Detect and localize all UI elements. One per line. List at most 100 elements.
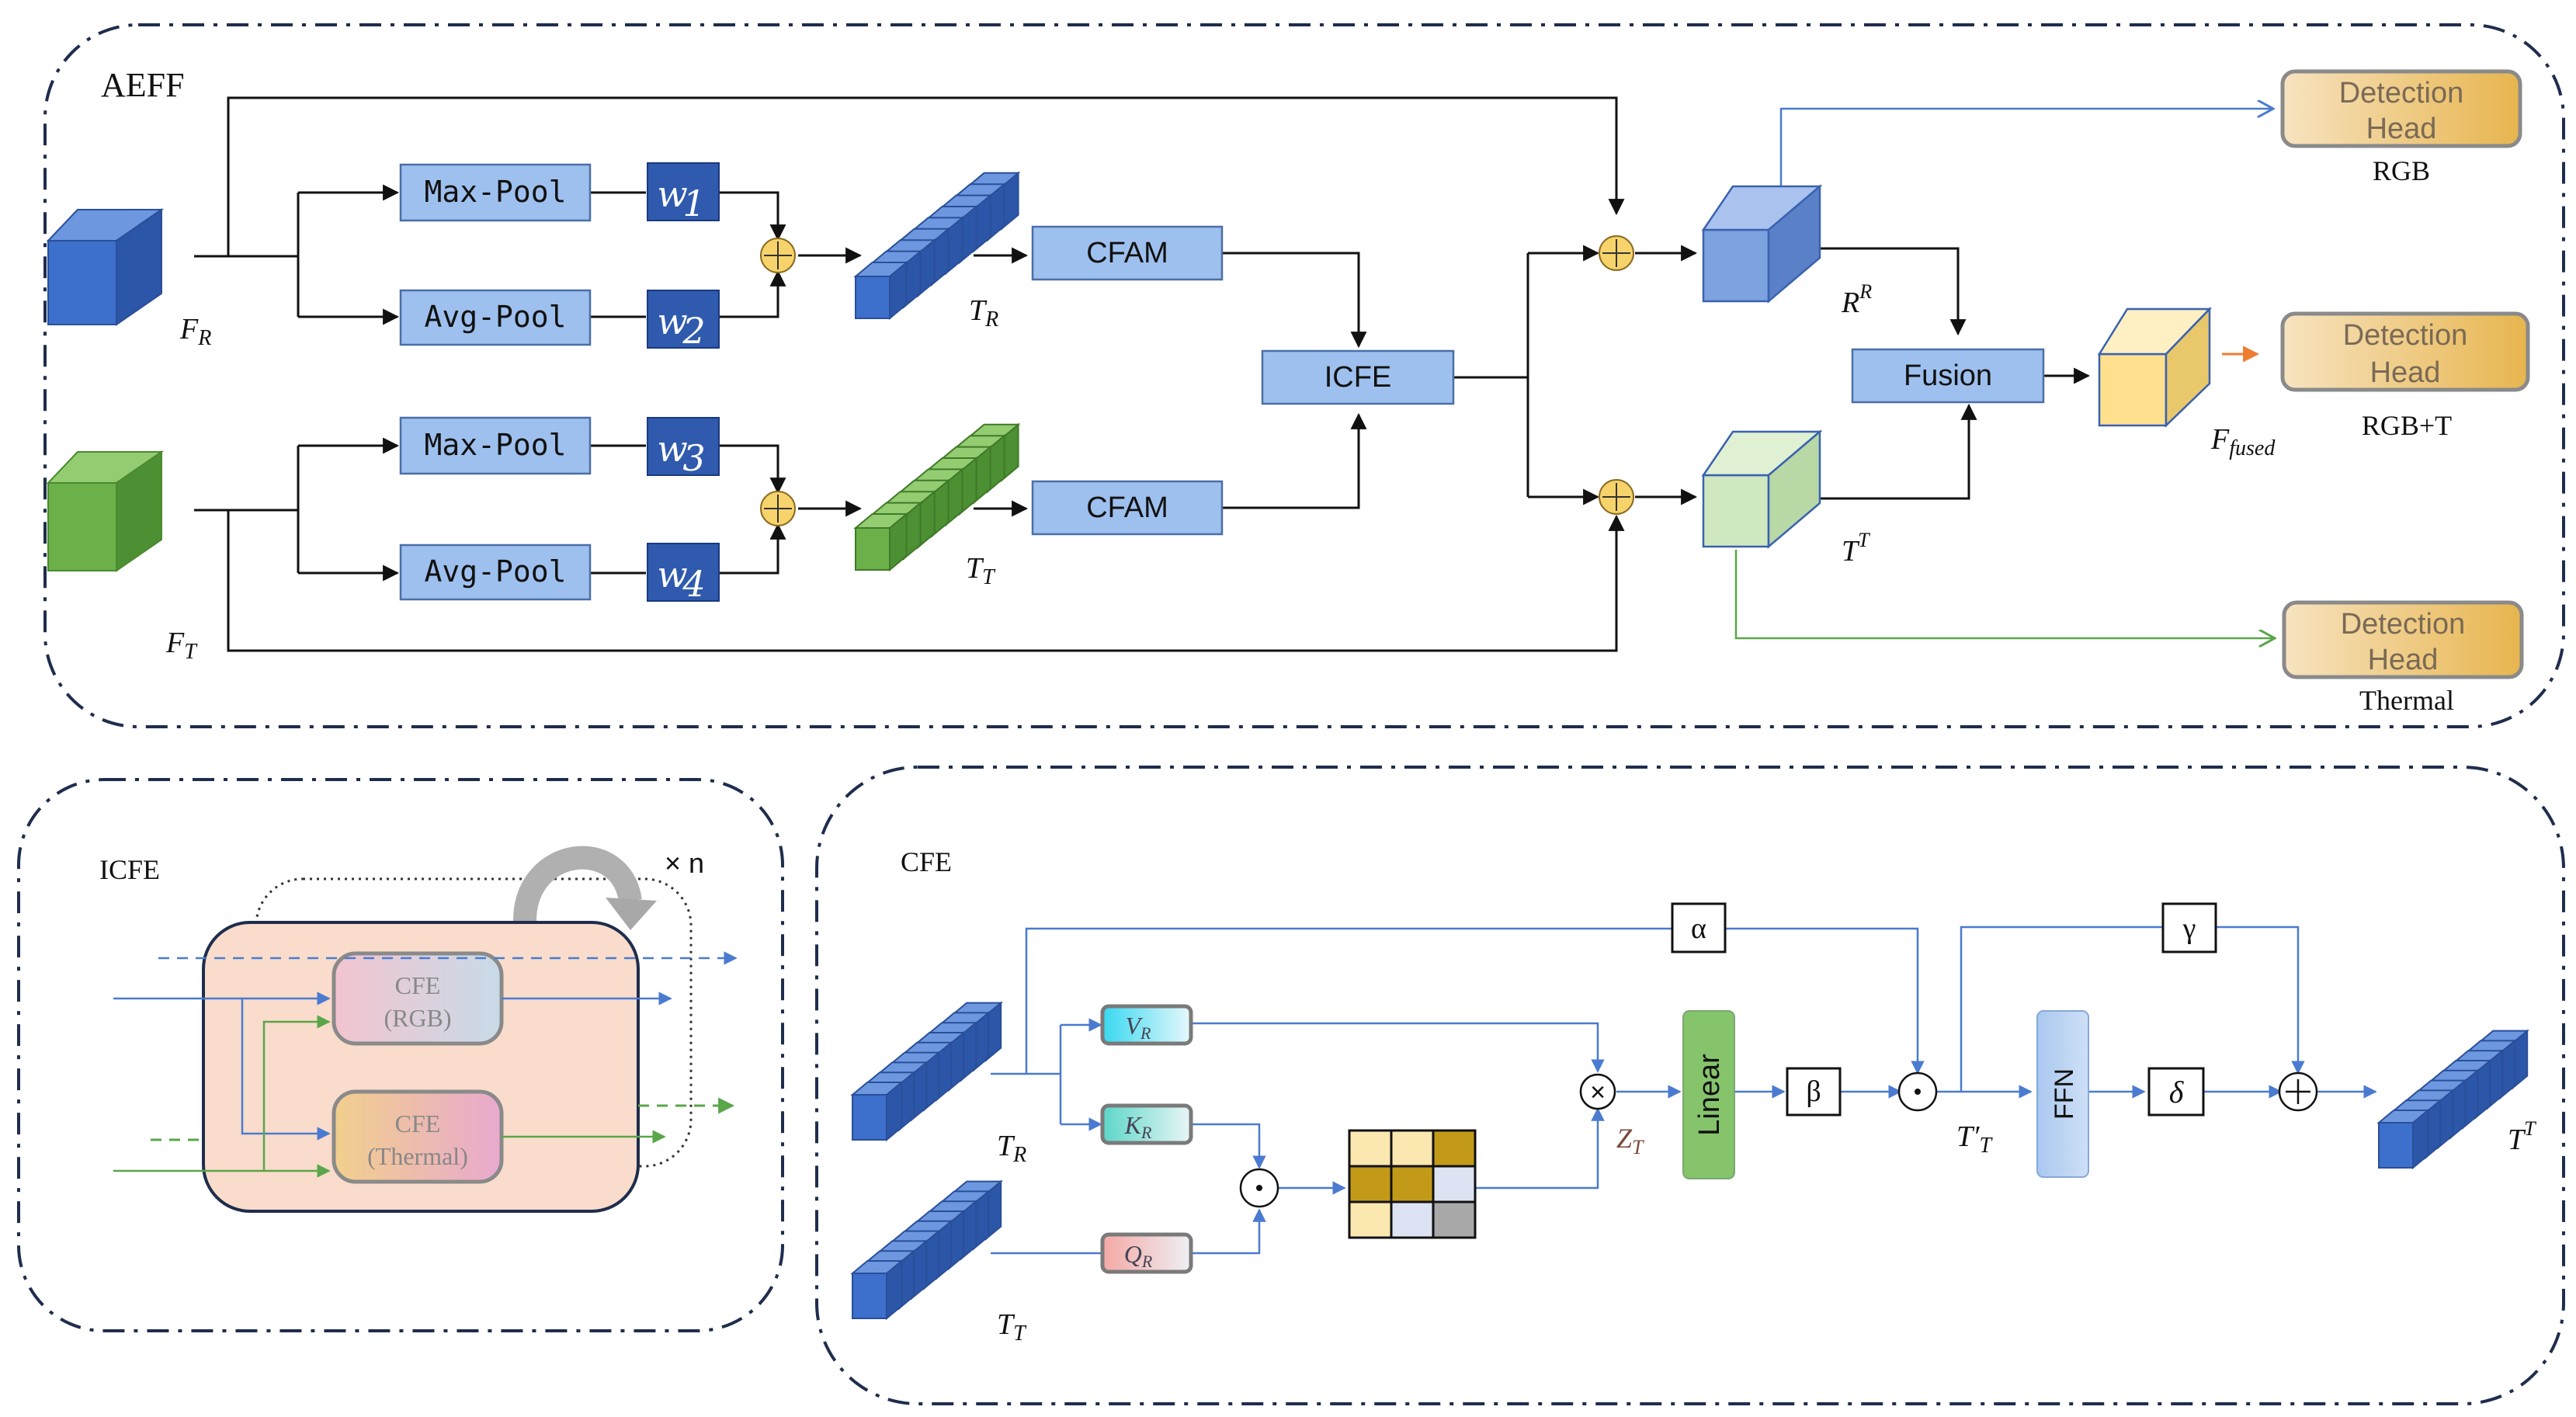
token-cell	[852, 1273, 887, 1319]
sum-node-icon	[1599, 235, 1634, 271]
cfe-tout-label: TT	[2508, 1117, 2536, 1156]
k-box: KR	[1100, 1103, 1193, 1145]
token-r-label: TR	[969, 294, 998, 332]
repeat-arrowhead-icon	[606, 898, 657, 930]
cfe-token-stack-t	[850, 1179, 1003, 1321]
svg-text:w: w	[657, 173, 687, 215]
thermal-head-arrow	[1734, 550, 2275, 638]
svg-text:3: 3	[682, 437, 705, 479]
svg-text:ICFE: ICFE	[1324, 361, 1392, 394]
multiply-node-icon: ×	[1579, 1073, 1616, 1110]
v-box: VR	[1100, 1004, 1193, 1046]
svg-text:×: ×	[1590, 1078, 1606, 1107]
svg-text:Linear: Linear	[1693, 1054, 1726, 1136]
icfe-connections	[113, 951, 738, 1178]
icfe-panel-title: ICFE	[99, 854, 160, 885]
token-cell	[852, 1094, 887, 1141]
feature-t-label: FT	[165, 627, 198, 664]
token-cell	[2378, 1122, 2414, 1169]
svg-text:β: β	[1806, 1075, 1821, 1108]
svg-text:(RGB): (RGB)	[384, 1004, 451, 1032]
svg-text:Head: Head	[2366, 113, 2437, 145]
detection-head-fused: Detection Head	[2280, 311, 2530, 392]
icfe-panel-frame	[17, 778, 784, 1332]
weight-box-w4: w 4	[647, 543, 720, 605]
repeat-arrow-icon	[513, 846, 642, 922]
cfe-tr-label: TR	[997, 1130, 1026, 1167]
svg-text:(Thermal): (Thermal)	[367, 1142, 468, 1170]
thermal-input-cube	[46, 450, 165, 572]
sum-node-icon	[760, 238, 796, 273]
add-node-icon	[2278, 1071, 2318, 1112]
fused-label: Ffused	[2210, 423, 2276, 460]
cfe-panel-frame	[815, 766, 2565, 1405]
linear-block: Linear	[1682, 1010, 1735, 1179]
svg-text:Avg-Pool: Avg-Pool	[424, 554, 566, 589]
caption-thermal: Thermal	[2359, 685, 2454, 716]
ffn-block: FFN	[2036, 1010, 2089, 1178]
token-stack-rgb	[853, 171, 1021, 321]
fused-output-cube	[2097, 306, 2212, 428]
rgb-output-cube	[1701, 184, 1823, 304]
svg-text:CFAM: CFAM	[1086, 237, 1168, 269]
weight-box-w1: w 1	[647, 162, 720, 224]
aeff-panel-title: AEFF	[101, 66, 185, 104]
svg-text:CFE: CFE	[395, 1110, 441, 1137]
out-t-label: TT	[1842, 529, 1870, 568]
svg-text:Avg-Pool: Avg-Pool	[424, 300, 566, 334]
sum-node-icon	[1599, 479, 1634, 515]
caption-rgb: RGB	[2373, 155, 2430, 186]
weight-box-w2: w 2	[647, 290, 720, 352]
svg-text:Head: Head	[2368, 644, 2439, 676]
cfam-box-thermal: CFAM	[1031, 480, 1224, 536]
cfam-box-rgb: CFAM	[1031, 225, 1224, 281]
svg-text:CFE: CFE	[395, 971, 441, 999]
svg-text:Head: Head	[2370, 356, 2441, 389]
svg-text:QR: QR	[1124, 1240, 1153, 1271]
svg-text:1: 1	[682, 182, 705, 224]
cfe-tt-label: TT	[997, 1308, 1027, 1346]
aeff-panel-frame	[43, 23, 2565, 728]
svg-text:FFN: FFN	[2050, 1068, 2079, 1120]
svg-text:KR: KR	[1124, 1111, 1152, 1142]
fusion-box: Fusion	[1851, 348, 2045, 404]
svg-text:α: α	[1691, 912, 1706, 945]
dot-product-node-icon	[1239, 1168, 1279, 1208]
icfe-layer	[202, 921, 640, 1213]
rgb-input-cube	[46, 208, 165, 326]
cfe-thermal-block: CFE (Thermal)	[332, 1089, 504, 1184]
token-stack-thermal	[853, 422, 1021, 572]
svg-text:Detection: Detection	[2343, 319, 2468, 352]
svg-text:VR: VR	[1126, 1012, 1152, 1043]
svg-text:CFAM: CFAM	[1086, 491, 1168, 524]
alpha-box: α	[1671, 902, 1727, 953]
detection-head-thermal: Detection Head	[2282, 600, 2524, 679]
rgb-head-arrow	[1779, 109, 2273, 186]
cfe-token-stack-r	[850, 1001, 1003, 1142]
cfe-tprime-label: T′T	[1956, 1120, 1993, 1158]
attention-matrix	[1348, 1129, 1477, 1239]
svg-text:Detection: Detection	[2341, 608, 2466, 641]
svg-text:w: w	[657, 428, 687, 470]
caption-rgbt: RGB+T	[2362, 410, 2452, 441]
beta-box: β	[1786, 1067, 1842, 1117]
svg-text:Detection: Detection	[2339, 77, 2464, 109]
svg-text:γ: γ	[2182, 912, 2196, 945]
detection-head-rgb: Detection Head	[2280, 69, 2522, 148]
avg-pool-box-thermal: Avg-Pool	[399, 544, 592, 601]
cfe-rgb-block: CFE (RGB)	[332, 951, 504, 1046]
token-cell	[855, 527, 890, 571]
svg-text:w: w	[657, 300, 687, 342]
max-pool-box-thermal: Max-Pool	[399, 416, 592, 475]
feature-r-label: FR	[179, 313, 211, 350]
token-t-label: TT	[966, 552, 996, 589]
token-cell	[855, 276, 890, 319]
sum-node-icon	[760, 491, 796, 526]
delta-box: δ	[2147, 1067, 2205, 1117]
z-label: ZT	[1616, 1123, 1644, 1158]
svg-text:2: 2	[682, 310, 705, 352]
icfe-repeat-label: × n	[665, 847, 704, 879]
dot-scale-node-icon	[1897, 1071, 1938, 1112]
weight-box-w3: w 3	[647, 417, 720, 479]
